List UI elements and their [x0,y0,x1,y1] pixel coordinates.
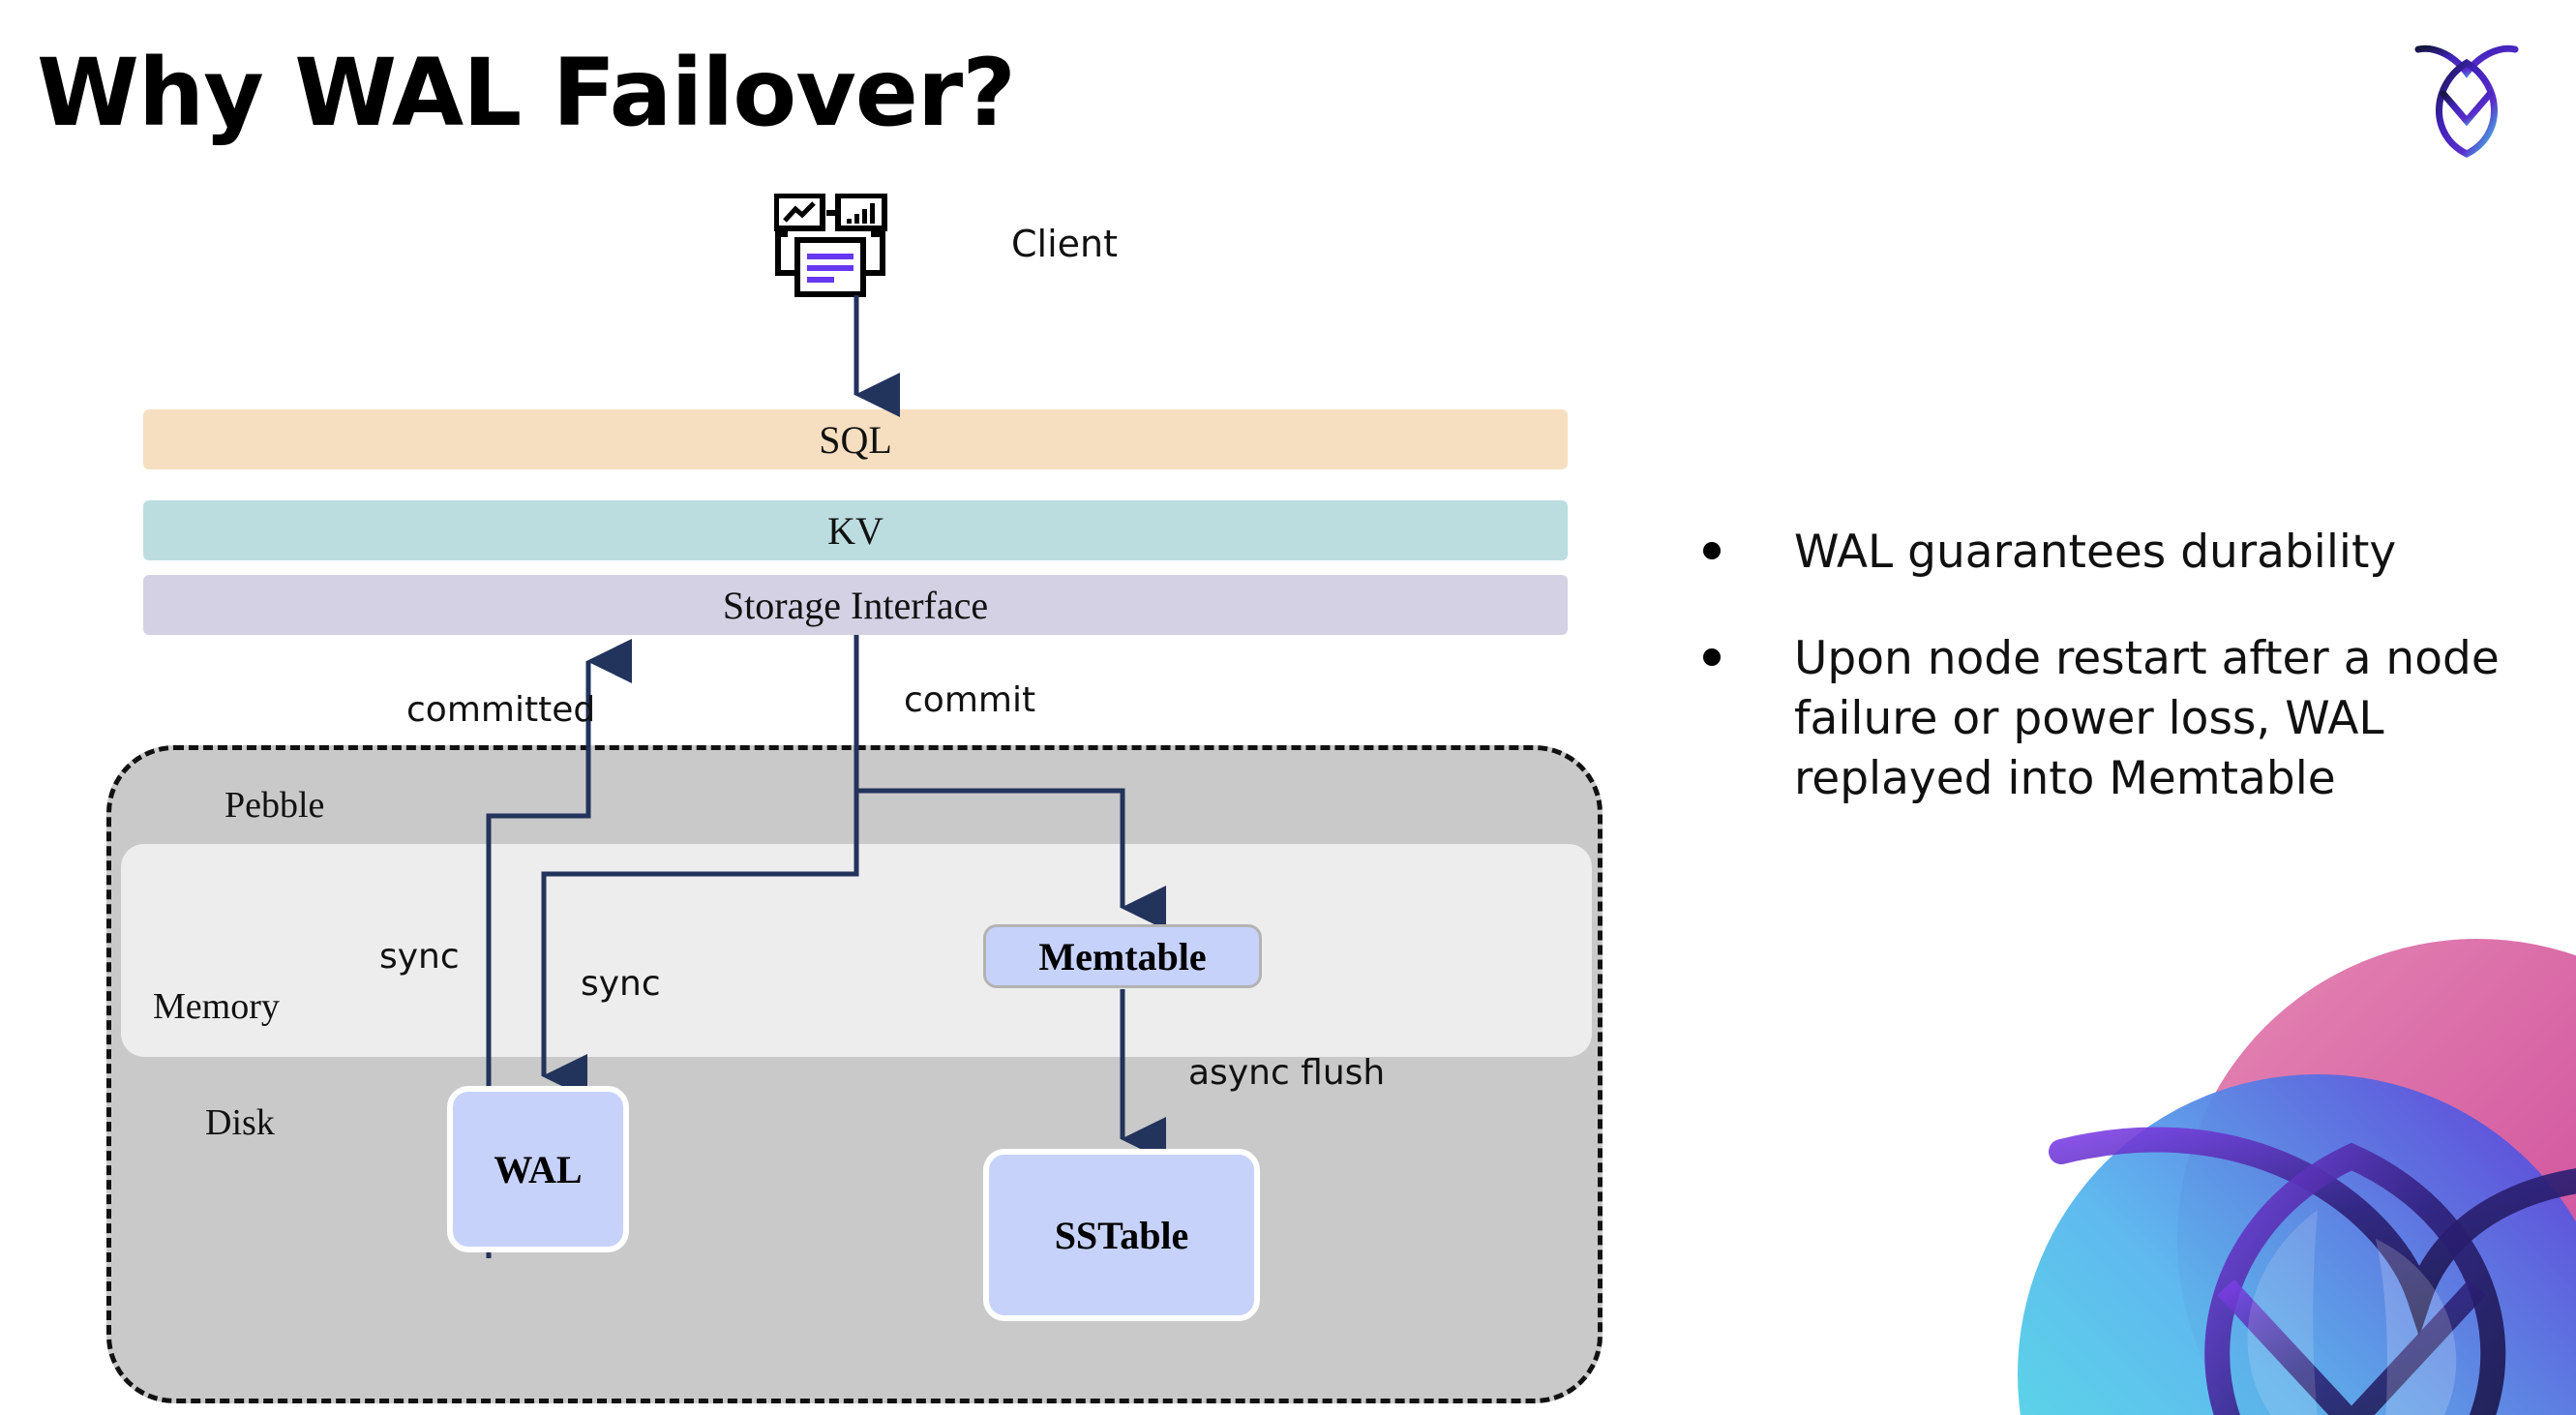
memory-label: Memory [153,986,280,1027]
cockroach-logo-icon [2414,45,2519,158]
memtable-label: Memtable [1038,934,1207,978]
layer-kv-label: KV [827,508,884,553]
list-item: WAL guarantees durability [1703,523,2526,583]
layer-kv: KV [143,500,1568,560]
pebble-label: Pebble [225,785,325,826]
layer-storage-interface: Storage Interface [143,575,1568,635]
arrow-label-sync-left: sync [379,937,460,977]
bullet-dot-icon [1703,542,1721,559]
bullet-text: Upon node restart after a node failure o… [1794,632,2500,806]
arrow-label-commit: commit [904,680,1036,720]
layer-storage-interface-label: Storage Interface [722,583,989,627]
arrow-label-sync-right: sync [581,964,661,1004]
bullet-list: WAL guarantees durability Upon node rest… [1703,523,2526,856]
client-dashboard-icon [774,194,887,297]
memory-zone [121,844,1592,1057]
arrow-label-committed: committed [406,690,596,730]
memtable-box: Memtable [983,924,1262,988]
page-title: Why WAL Failover? [37,39,1016,147]
cockroach-watermark-icon [2018,939,2576,1415]
layer-sql-label: SQL [819,417,892,462]
bullet-text: WAL guarantees durability [1794,526,2397,579]
sstable-box: SSTable [983,1149,1260,1321]
layer-sql: SQL [143,409,1568,469]
wal-label: WAL [494,1147,583,1191]
wal-box: WAL [447,1086,629,1252]
bullet-dot-icon [1703,648,1721,667]
list-item: Upon node restart after a node failure o… [1703,629,2526,809]
sstable-label: SSTable [1054,1213,1189,1257]
client-label: Client [1011,223,1119,265]
disk-label: Disk [205,1102,275,1143]
arrow-label-async-flush: async flush [1188,1053,1386,1093]
